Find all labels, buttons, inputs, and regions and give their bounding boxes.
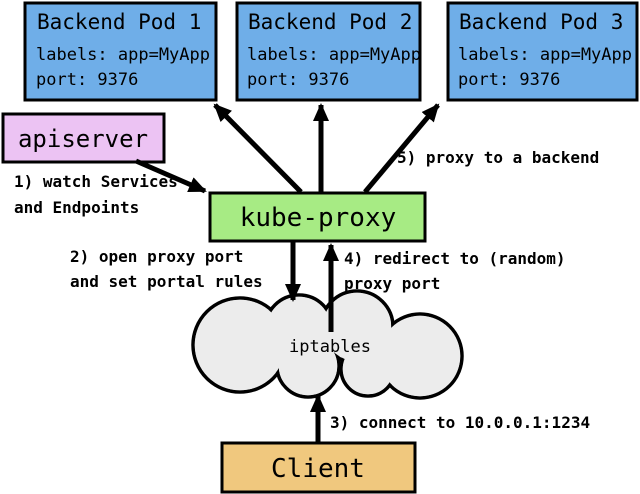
arrow-proxy-to-backend-1 <box>213 103 303 194</box>
iptables-cloud: iptables <box>191 289 464 400</box>
annotation-step5: 5) proxy to a backend <box>397 148 599 167</box>
iptables-label: iptables <box>289 337 371 357</box>
backend-pod-1-title: Backend Pod 1 <box>37 10 201 34</box>
backend-pod-3-title: Backend Pod 3 <box>459 10 623 34</box>
arrow-watch-services <box>135 158 207 194</box>
backend-pod-2: Backend Pod 2 labels: app=MyApp port: 93… <box>235 1 422 102</box>
annotation-step3: 3) connect to 10.0.0.1:1234 <box>330 413 590 432</box>
annotation-step1-line1: 1) watch Services <box>14 172 178 191</box>
client-label: Client <box>271 454 365 484</box>
client-box <box>220 441 417 494</box>
backend-pod-3-labels: labels: app=MyApp <box>458 45 632 65</box>
backend-pod-3: Backend Pod 3 labels: app=MyApp port: 93… <box>446 1 639 102</box>
iptables-cloud-body <box>194 292 461 397</box>
backend-pod-2-title: Backend Pod 2 <box>248 10 412 34</box>
backend-pod-1: Backend Pod 1 labels: app=MyApp port: 93… <box>23 1 218 102</box>
kube-proxy-box <box>208 191 427 243</box>
apiserver-box <box>1 112 166 164</box>
backend-pod-3-port: port: 9376 <box>458 70 560 90</box>
annotation-step2-line1: 2) open proxy port <box>70 247 243 266</box>
backend-pod-2-box <box>235 1 422 102</box>
annotation-step4-line1: 4) redirect to (random) <box>344 249 566 268</box>
apiserver-node: apiserver <box>1 112 166 164</box>
backend-pod-1-box <box>23 1 218 102</box>
backend-pod-2-port: port: 9376 <box>247 70 349 90</box>
backend-pod-1-labels: labels: app=MyApp <box>36 45 210 65</box>
kube-proxy-node: kube-proxy <box>208 191 427 243</box>
apiserver-label: apiserver <box>18 125 148 153</box>
client-node: Client <box>220 441 417 494</box>
kube-proxy-label: kube-proxy <box>240 203 397 233</box>
annotation-step4-line2: proxy port <box>344 274 440 293</box>
annotation-step2-line2: and set portal rules <box>70 272 263 291</box>
backend-pod-3-box <box>446 1 639 102</box>
backend-pod-2-labels: labels: app=MyApp <box>247 45 421 65</box>
arrow-proxy-to-backend-3 <box>363 103 440 194</box>
annotation-step1-line2: and Endpoints <box>14 198 139 217</box>
backend-pod-1-port: port: 9376 <box>36 70 138 90</box>
